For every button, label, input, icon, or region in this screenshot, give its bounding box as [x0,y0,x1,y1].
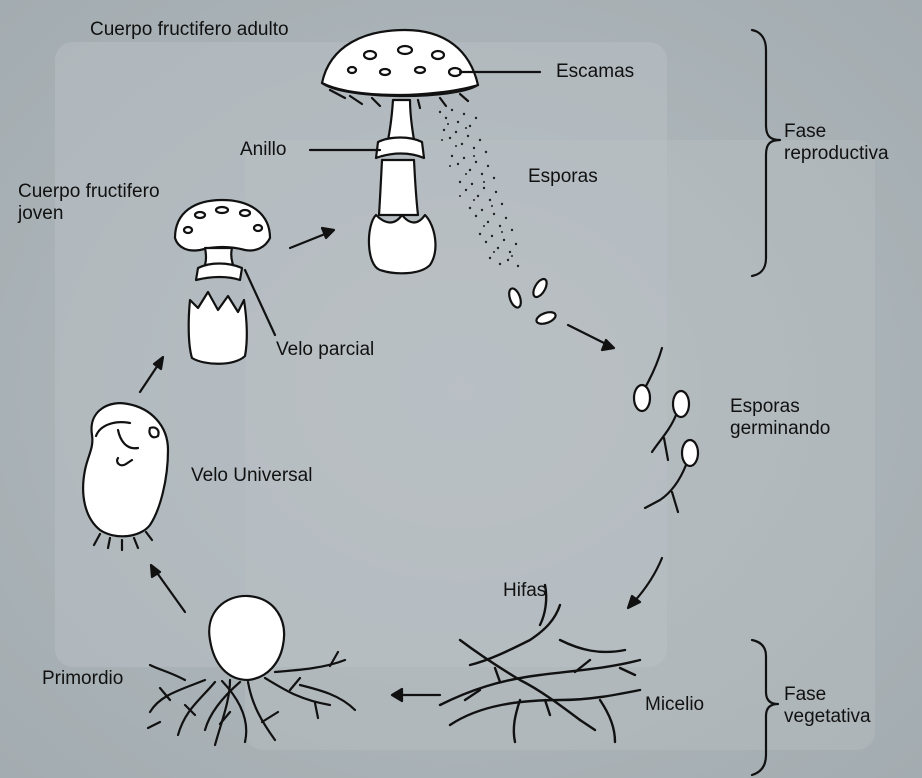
background-panel [55,42,667,667]
label-mycelium: Micelio [645,694,705,715]
label-primordium: Primordio [42,668,124,689]
label-hyphae: Hifas [503,580,547,601]
young-mushroom [173,198,272,365]
partial-veil-pointer-line [243,268,277,337]
primordium [146,594,357,747]
label-spores: Esporas [528,166,598,187]
label-partial-veil: Velo parcial [276,339,375,360]
vegetative-phase-brace [750,638,780,777]
label-vegetative-phase: Fase vegetativa [784,684,871,727]
universal-veil-egg [82,402,170,552]
label-scales: Escamas [556,61,635,82]
background-panel-2 [245,140,875,750]
mycelium-hyphae [438,583,642,744]
cycle-arrows [138,226,664,703]
label-reproductive-phase: Fase reproductiva [784,121,889,164]
label-universal-veil: Velo Universal [191,465,313,486]
spore-cloud [438,108,520,268]
label-ring: Anillo [240,139,287,160]
label-adult-fruiting-body: Cuerpo fructifero adulto [90,19,289,40]
reproductive-phase-brace [750,28,782,278]
spores [508,277,557,325]
germinating-spores [632,346,700,514]
label-young-fruiting-body: Cuerpo fructifero joven [18,181,160,224]
label-germinating-spores: Esporas germinando [730,396,831,439]
